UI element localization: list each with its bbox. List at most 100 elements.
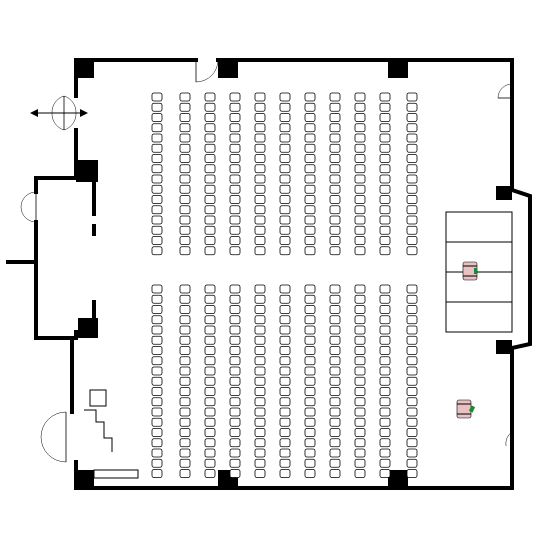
chair bbox=[229, 92, 241, 102]
chair bbox=[179, 294, 191, 304]
chair bbox=[229, 225, 241, 235]
chair bbox=[279, 417, 291, 427]
chair bbox=[204, 325, 216, 335]
chair bbox=[179, 164, 191, 174]
chair bbox=[379, 366, 391, 376]
chair bbox=[179, 113, 191, 122]
chair bbox=[354, 164, 366, 174]
chair bbox=[279, 397, 291, 407]
chair bbox=[229, 284, 241, 294]
door-swing bbox=[63, 95, 77, 114]
chair bbox=[406, 469, 418, 478]
chair bbox=[179, 284, 191, 294]
chair bbox=[254, 154, 266, 163]
chair bbox=[204, 458, 216, 468]
chair bbox=[204, 133, 216, 143]
chair bbox=[254, 376, 266, 386]
chair bbox=[254, 335, 266, 345]
wall-vestibule-bottom bbox=[34, 330, 78, 340]
chair bbox=[151, 123, 163, 133]
chair bbox=[279, 428, 291, 437]
chair bbox=[379, 335, 391, 345]
chair bbox=[179, 346, 191, 355]
chair bbox=[329, 236, 341, 245]
chair bbox=[179, 325, 191, 335]
chair bbox=[329, 284, 341, 294]
chair bbox=[151, 397, 163, 407]
exit-arrow-head-left bbox=[30, 109, 38, 117]
chair bbox=[151, 284, 163, 294]
chair bbox=[179, 387, 191, 396]
chair bbox=[304, 102, 316, 112]
chair bbox=[204, 346, 216, 355]
chair bbox=[254, 102, 266, 112]
chair bbox=[151, 356, 163, 366]
chair bbox=[304, 428, 316, 437]
chair bbox=[179, 438, 191, 448]
chair bbox=[179, 417, 191, 427]
chair bbox=[406, 356, 418, 366]
chair bbox=[151, 205, 163, 215]
chair bbox=[354, 225, 366, 235]
chair bbox=[204, 335, 216, 345]
chair bbox=[279, 366, 291, 376]
chair bbox=[329, 294, 341, 304]
chair bbox=[229, 397, 241, 407]
chair bbox=[329, 428, 341, 437]
chair bbox=[254, 174, 266, 184]
chair bbox=[329, 113, 341, 122]
chair bbox=[379, 284, 391, 294]
chair bbox=[279, 113, 291, 122]
chair bbox=[354, 417, 366, 427]
chair bbox=[354, 236, 366, 245]
chair bbox=[354, 407, 366, 417]
chair bbox=[229, 246, 241, 256]
chair bbox=[304, 215, 316, 225]
chair bbox=[329, 397, 341, 407]
chair bbox=[229, 315, 241, 325]
chair bbox=[151, 315, 163, 325]
chair bbox=[406, 174, 418, 184]
door-swing bbox=[20, 191, 37, 208]
stage bbox=[445, 211, 513, 333]
door-swing bbox=[20, 206, 37, 223]
chair bbox=[379, 448, 391, 458]
chair bbox=[354, 123, 366, 133]
chair bbox=[329, 387, 341, 396]
chair bbox=[254, 407, 266, 417]
chair bbox=[179, 448, 191, 458]
chair bbox=[279, 469, 291, 478]
chair bbox=[406, 284, 418, 294]
pillar bbox=[496, 186, 512, 200]
lectern bbox=[456, 399, 476, 419]
chair bbox=[254, 417, 266, 427]
chair bbox=[329, 133, 341, 143]
chair bbox=[179, 215, 191, 225]
chair bbox=[179, 305, 191, 314]
door-swing bbox=[195, 59, 219, 83]
chair bbox=[406, 397, 418, 407]
lectern-body bbox=[456, 399, 472, 419]
chair bbox=[406, 346, 418, 355]
chair bbox=[329, 102, 341, 112]
chair bbox=[151, 428, 163, 437]
chair bbox=[279, 184, 291, 194]
chair bbox=[254, 236, 266, 245]
door-swing bbox=[51, 112, 65, 131]
pillar bbox=[76, 60, 94, 78]
chair bbox=[354, 102, 366, 112]
chair bbox=[229, 366, 241, 376]
chair bbox=[229, 143, 241, 153]
chair bbox=[254, 305, 266, 314]
chair bbox=[354, 469, 366, 478]
chair bbox=[204, 164, 216, 174]
chair bbox=[279, 133, 291, 143]
chair bbox=[354, 215, 366, 225]
chair bbox=[279, 92, 291, 102]
door-swing bbox=[63, 112, 77, 131]
chair bbox=[204, 366, 216, 376]
chair bbox=[151, 174, 163, 184]
chair bbox=[379, 315, 391, 325]
chair bbox=[406, 335, 418, 345]
chair bbox=[179, 92, 191, 102]
